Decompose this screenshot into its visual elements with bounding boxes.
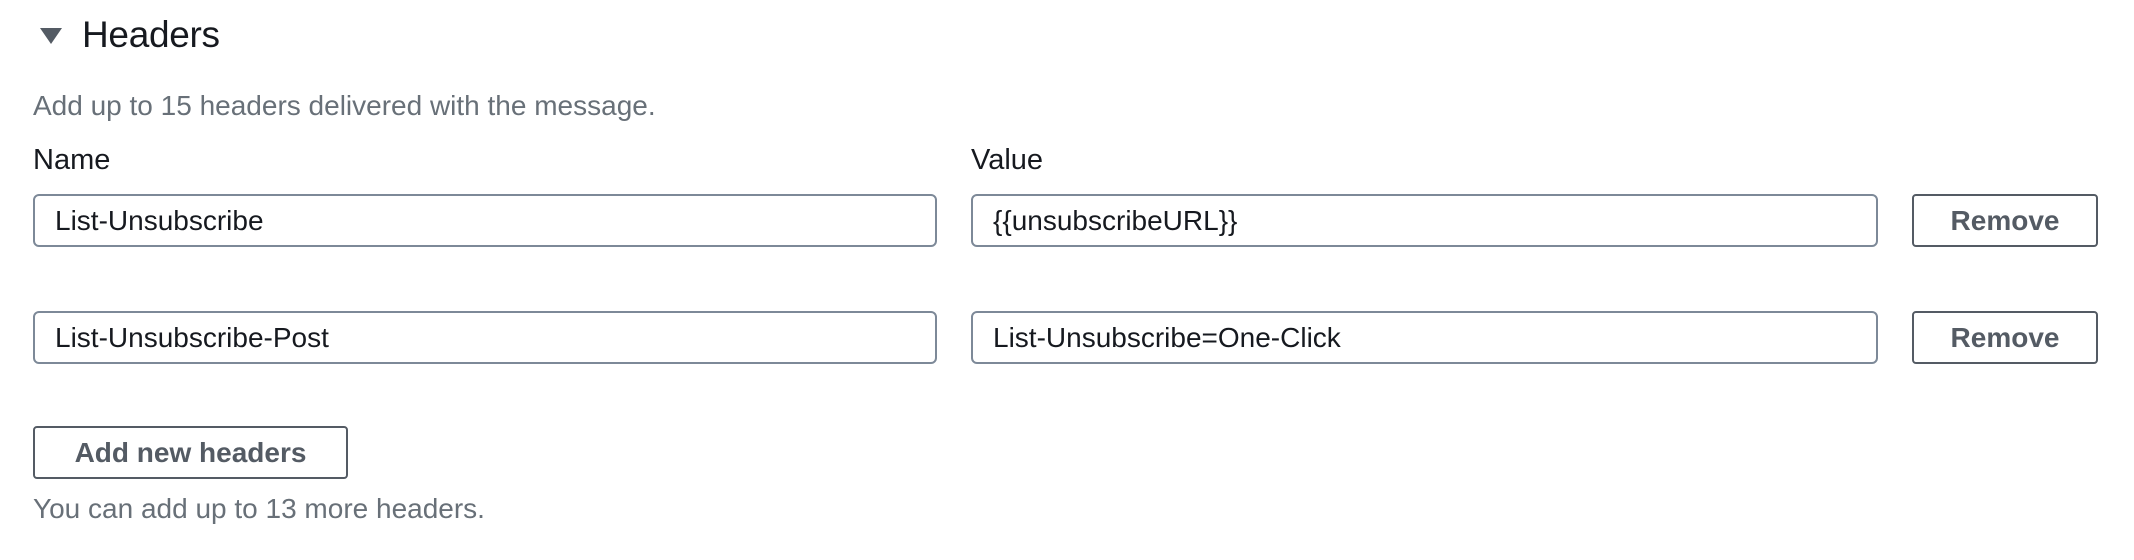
header-row: Remove [33, 311, 2098, 364]
triangle-down-icon[interactable] [40, 28, 62, 44]
header-value-input[interactable] [971, 194, 1878, 247]
section-description: Add up to 15 headers delivered with the … [33, 90, 656, 121]
header-value-input[interactable] [971, 311, 1878, 364]
header-name-input[interactable] [33, 311, 937, 364]
remaining-headers-note: You can add up to 13 more headers. [33, 493, 485, 524]
header-row: Remove [33, 194, 2098, 247]
name-column-label: Name [33, 144, 111, 176]
add-new-headers-button[interactable]: Add new headers [33, 426, 348, 479]
remove-header-button[interactable]: Remove [1912, 194, 2098, 247]
section-title: Headers [82, 14, 220, 55]
header-name-input[interactable] [33, 194, 937, 247]
column-labels-row: Name Value [33, 140, 2098, 180]
remove-header-button[interactable]: Remove [1912, 311, 2098, 364]
headers-section-header[interactable]: Headers [40, 14, 2098, 56]
value-column-label: Value [971, 144, 1044, 176]
